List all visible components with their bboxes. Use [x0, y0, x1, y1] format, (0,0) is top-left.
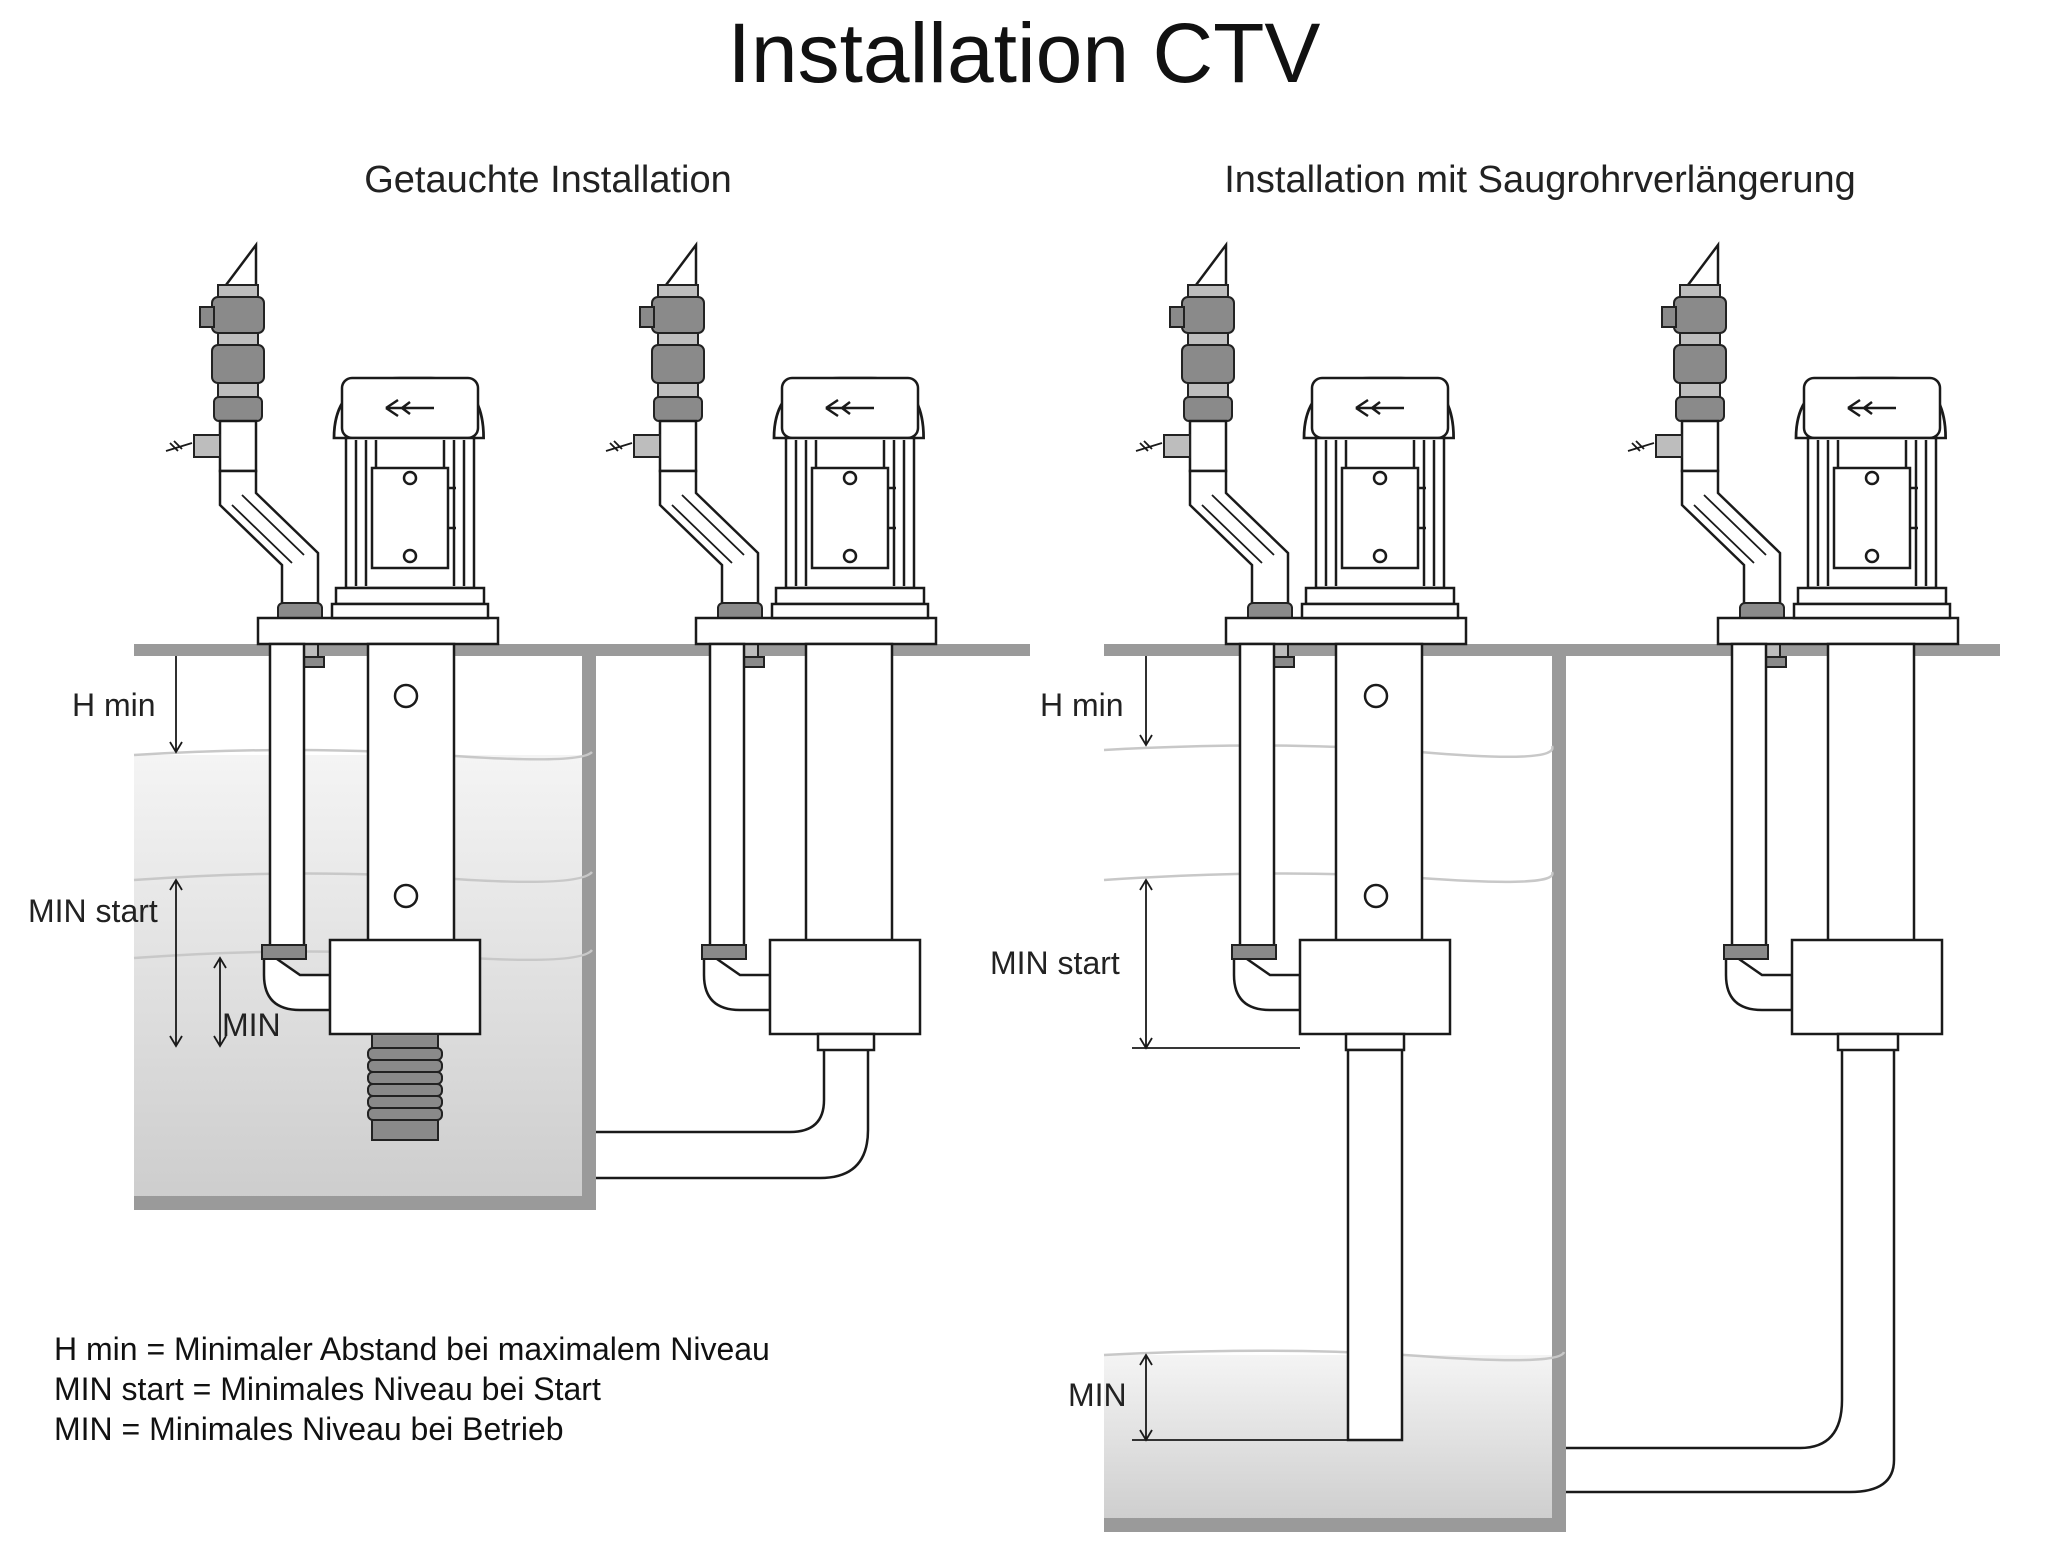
legend-line-min-start: MIN start = Minimales Niveau bei Start [54, 1371, 601, 1407]
label-min-right: MIN [1068, 1377, 1127, 1413]
label-min-start-right: MIN start [990, 945, 1120, 981]
subtitle-submerged: Getauchte Installation [364, 159, 732, 201]
legend-line-min: MIN = Minimales Niveau bei Betrieb [54, 1411, 564, 1447]
mounting-plate-left [134, 644, 1030, 656]
submerged-installation: H min MIN start MIN [28, 243, 1030, 1210]
page-title: Installation CTV [728, 6, 1321, 100]
label-min-left: MIN [222, 1007, 281, 1043]
tank-wall-right [1552, 652, 1566, 1532]
label-h-min-right: H min [1040, 687, 1124, 723]
subtitle-suction-extension: Installation mit Saugrohrverlängerung [1224, 159, 1856, 201]
tank-wall-left [582, 652, 596, 1210]
suction-extension-installation: H min MIN start MIN [990, 243, 2000, 1532]
tank-floor-left [134, 1196, 596, 1210]
label-h-min-left: H min [72, 687, 156, 723]
label-min-start-left: MIN start [28, 893, 158, 929]
strainer [367, 1033, 443, 1141]
tank-floor-right [1104, 1518, 1566, 1532]
legend: H min = Minimaler Abstand bei maximalem … [54, 1331, 770, 1447]
legend-line-h-min: H min = Minimaler Abstand bei maximalem … [54, 1331, 770, 1367]
